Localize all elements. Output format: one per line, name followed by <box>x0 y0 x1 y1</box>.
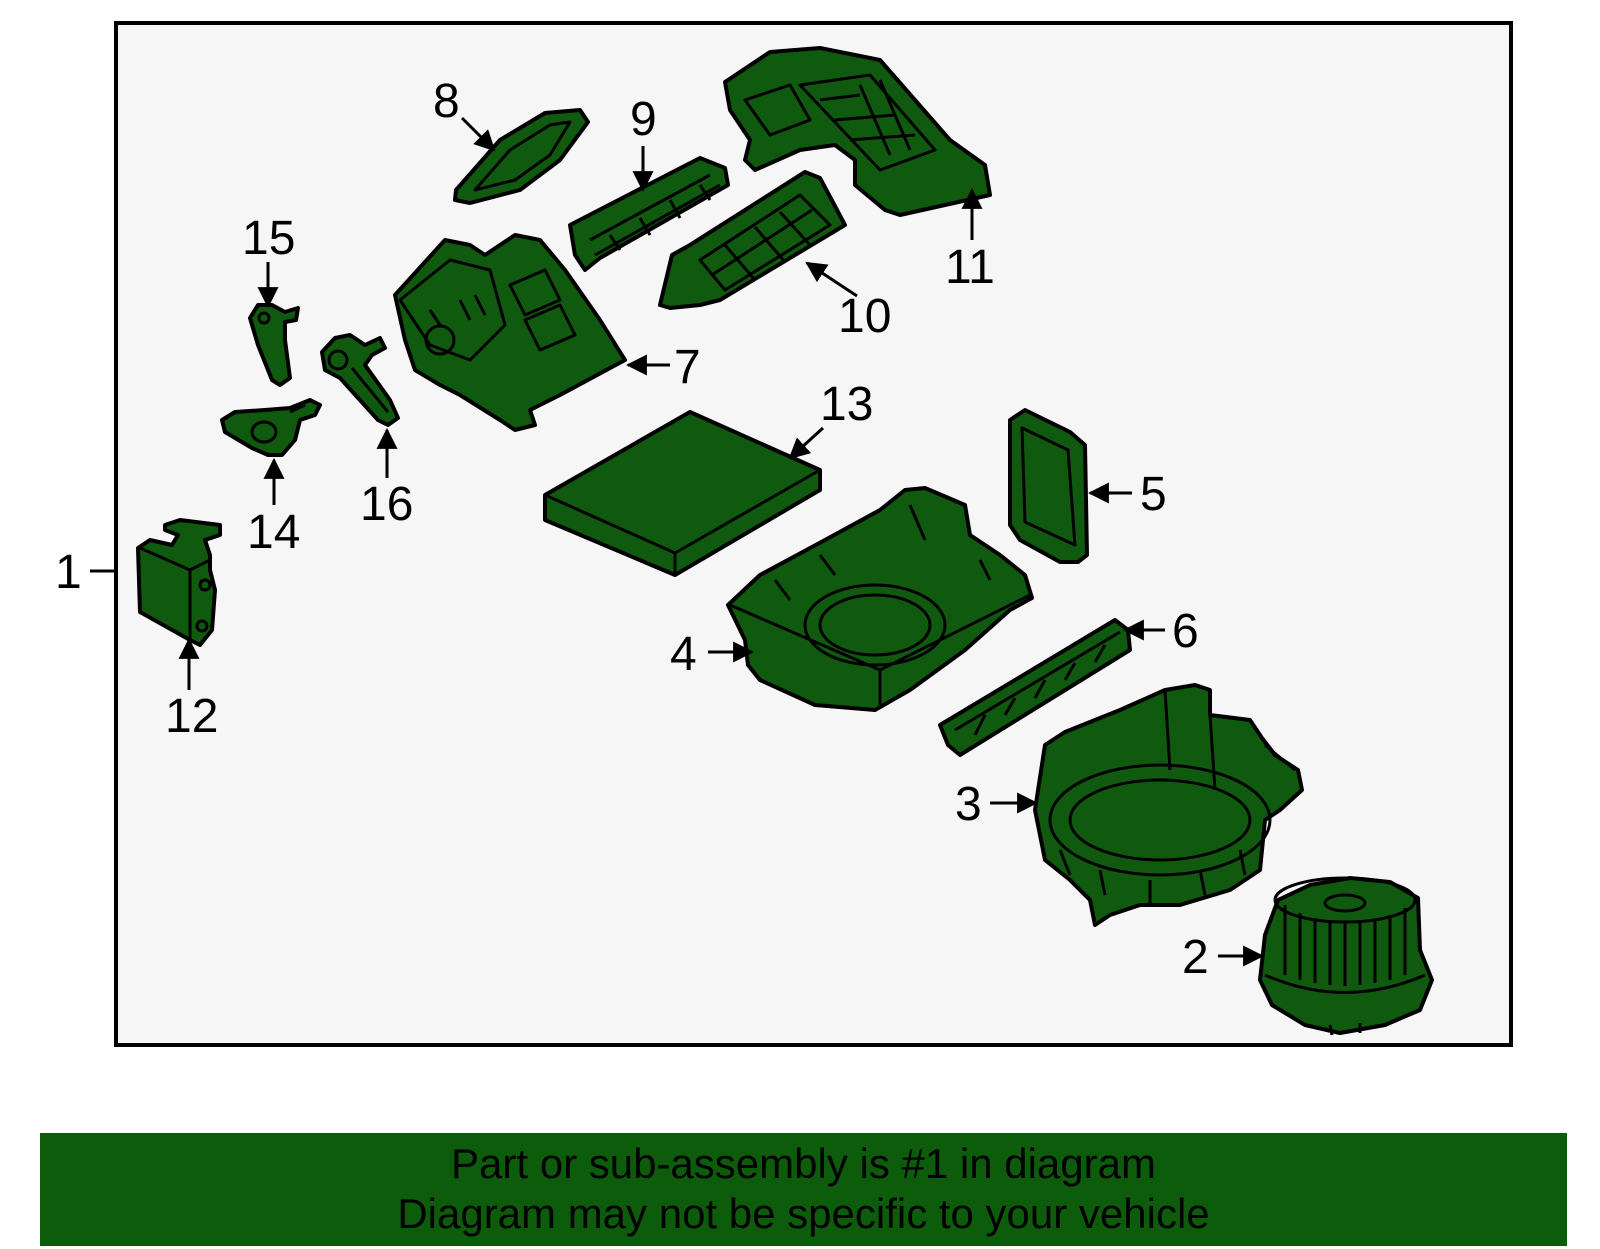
part-2-blower-motor <box>1258 876 1434 1036</box>
part-11-duct-upper <box>723 46 992 217</box>
part-14-cam <box>220 398 322 457</box>
callout-7: 7 <box>674 341 701 394</box>
callout-8: 8 <box>433 75 460 128</box>
callout-1: 1 <box>55 546 82 599</box>
callout-11: 11 <box>945 241 995 294</box>
info-banner: Part or sub-assembly is #1 in diagram Di… <box>40 1133 1567 1246</box>
callout-5: 5 <box>1140 468 1167 521</box>
part-9-door <box>568 156 730 272</box>
part-6-filter-frame <box>938 618 1132 757</box>
callout-10: 10 <box>838 290 891 343</box>
banner-line-1: Part or sub-assembly is #1 in diagram <box>451 1140 1156 1187</box>
part-12-actuator <box>136 518 222 647</box>
part-10-filter-door <box>658 170 847 310</box>
part-3-blower-case-lower <box>1033 683 1304 927</box>
part-16-lever-arm <box>320 333 400 427</box>
callout-12: 12 <box>165 690 218 743</box>
part-8-seal <box>453 108 590 205</box>
callout-6: 6 <box>1172 605 1199 658</box>
callout-16: 16 <box>360 478 413 531</box>
part-7-heater-case <box>393 233 627 432</box>
callout-9: 9 <box>630 93 657 146</box>
part-5-gasket <box>1008 408 1089 564</box>
callout-3: 3 <box>955 778 982 831</box>
callout-15: 15 <box>242 212 295 265</box>
callout-4: 4 <box>670 628 697 681</box>
part-13-cabin-filter <box>543 410 822 577</box>
banner-line-2: Diagram may not be specific to your vehi… <box>397 1190 1210 1237</box>
leader-lines <box>90 116 1265 967</box>
callout-14: 14 <box>247 506 300 559</box>
callout-2: 2 <box>1182 931 1209 984</box>
callout-13: 13 <box>820 378 873 431</box>
part-4-blower-case-upper <box>726 486 1034 712</box>
